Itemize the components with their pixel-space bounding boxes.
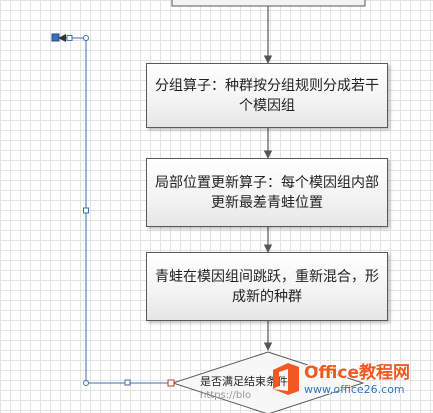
faint-watermark: https://blo [200,390,252,401]
local-update-operator-box[interactable]: 局部位置更新算子：每个模因组内部更新最差青蛙位置 [146,158,388,227]
loop-handle-mid-bottom[interactable] [124,379,131,386]
loop-handle-start[interactable] [167,379,175,387]
loop-handle-mid-vertical[interactable] [83,207,89,214]
decision-label: 是否满足结束条件 [200,375,288,388]
logo-url-text: www.office26.com [304,382,405,396]
local-update-operator-label: 局部位置更新算子：每个模因组内部更新最差青蛙位置 [155,174,379,211]
loop-handle-corner-bottom[interactable] [83,380,89,386]
frog-jump-label: 青蛙在模因组间跳跃，重新混合，形成新的种群 [155,268,379,305]
loop-handle-mid-top[interactable] [66,35,73,41]
office-watermark-logo: Office教程网 www.office26.com [270,362,410,396]
decision-diamond[interactable] [171,351,365,413]
top-process-box[interactable] [171,0,366,7]
grouping-operator-label: 分组算子：种群按分组规则分成若干个模因组 [155,77,379,114]
loop-back-arrowhead [58,34,66,42]
frog-jump-box[interactable]: 青蛙在模因组间跳跃，重新混合，形成新的种群 [146,252,388,321]
logo-main-text: Office教程网 [304,362,411,383]
loop-handle-end[interactable] [51,33,60,42]
grouping-operator-box[interactable]: 分组算子：种群按分组规则分成若干个模因组 [146,63,388,128]
loop-handle-corner-top[interactable] [83,35,89,41]
office-logo-icon [270,362,300,396]
